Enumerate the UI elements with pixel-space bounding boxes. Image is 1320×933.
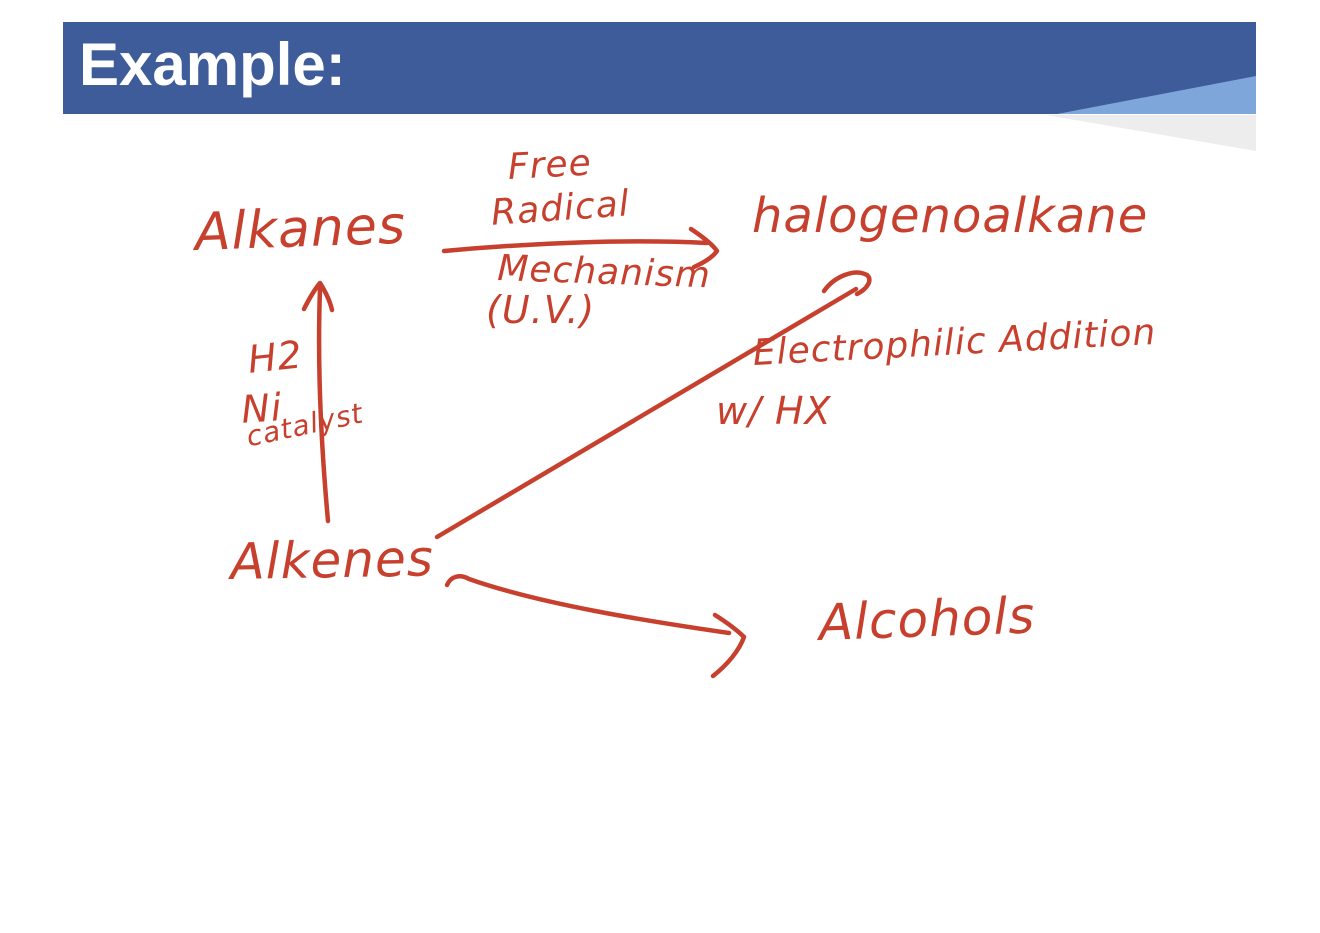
edge-label-free: Free xyxy=(506,142,593,188)
edge-label-uv: (U.V.) xyxy=(486,288,596,332)
edge-label-electrophilic-addition: Electrophilic Addition xyxy=(751,311,1158,374)
node-halogenoalkane: halogenoalkane xyxy=(752,188,1149,244)
arrow-alkenes-to-alcohols xyxy=(444,574,747,679)
node-alkenes: Alkenes xyxy=(229,529,435,591)
node-alcohols: Alcohols xyxy=(817,586,1037,652)
edge-label-radical: Radical xyxy=(489,183,632,234)
title-banner: Example: xyxy=(63,22,1256,114)
node-alkanes: Alkanes xyxy=(193,195,407,263)
edge-label-with-hx: w/ HX xyxy=(716,389,832,433)
accent-triangle-gray xyxy=(1046,115,1256,151)
edge-label-h2: H2 xyxy=(245,332,305,382)
slide-title: Example: xyxy=(79,31,346,98)
